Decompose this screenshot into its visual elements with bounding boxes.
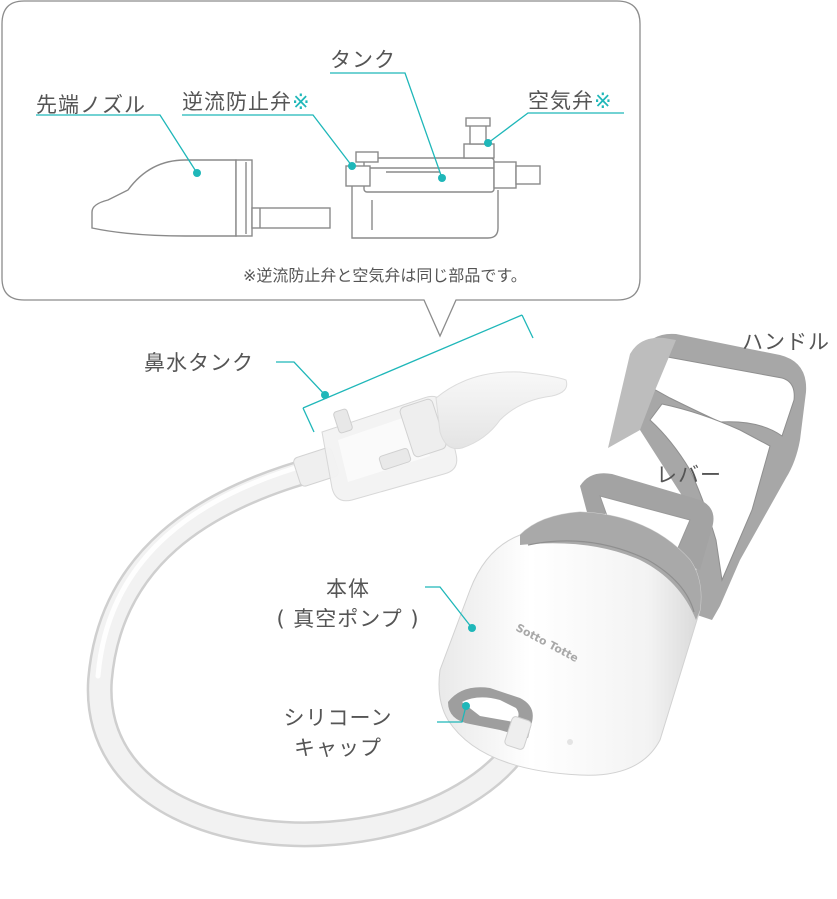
air-valve-mark: ※ bbox=[594, 89, 613, 113]
backflow-valve-label: 逆流防止弁※ bbox=[182, 86, 311, 116]
handle-label: ハンドル bbox=[742, 330, 830, 354]
nozzle-drawing bbox=[91, 159, 331, 237]
cap-label-line2: キャップ bbox=[294, 736, 382, 760]
body-label-line1: 本体 bbox=[326, 577, 370, 601]
cap-label-line1: シリコーン bbox=[283, 706, 393, 730]
air-valve-text: 空気弁 bbox=[528, 89, 594, 113]
body-label-line2: ( 真空ポンプ ) bbox=[276, 607, 420, 631]
tank-label: タンク bbox=[330, 48, 396, 72]
main-leaders bbox=[276, 314, 534, 723]
nasal-tank-assembly bbox=[293, 371, 568, 502]
callout-leaders bbox=[36, 72, 624, 179]
callout-dots bbox=[193, 139, 492, 182]
nozzle-label: 先端ノズル bbox=[36, 93, 146, 117]
main-dots bbox=[321, 391, 476, 710]
lever-label: レバー bbox=[656, 463, 722, 487]
callout-note: ※逆流防止弁と空気弁は同じ部品です。 bbox=[243, 266, 527, 285]
backflow-valve-mark: ※ bbox=[292, 90, 311, 114]
nasal-tank-label: 鼻水タンク bbox=[144, 351, 254, 375]
body-label: 本体 ( 真空ポンプ ) bbox=[268, 573, 428, 633]
pump-body: Sotto Totte bbox=[438, 511, 702, 776]
silicone-cap bbox=[448, 687, 533, 750]
callout-bubble bbox=[1, 0, 641, 338]
handle-frame bbox=[608, 333, 807, 620]
silicone-tube bbox=[86, 455, 538, 848]
air-valve-label: 空気弁※ bbox=[528, 85, 613, 115]
cap-label: シリコーン キャップ bbox=[268, 702, 408, 762]
backflow-valve-text: 逆流防止弁 bbox=[182, 90, 292, 114]
tank-drawing bbox=[345, 117, 541, 239]
